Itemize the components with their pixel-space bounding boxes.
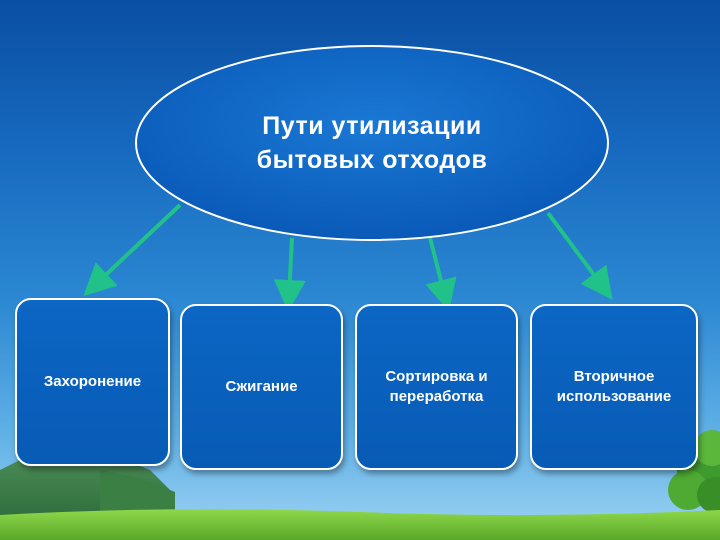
arrow-to-box-4	[546, 211, 613, 300]
arrow-to-box-1	[83, 203, 182, 296]
grass-field	[0, 509, 720, 540]
box-label: Вторичное использование	[556, 368, 672, 405]
box-reuse: Вторичное использование	[530, 304, 698, 470]
connector-arrows	[83, 203, 613, 312]
box-label: Сжигание	[225, 378, 298, 395]
mountains	[0, 448, 175, 520]
title-line-2: бытовых отходов	[256, 146, 488, 174]
box-sorting-processing: Сортировка и переработка	[355, 304, 518, 470]
box-burial: Захоронение	[15, 298, 170, 466]
title-line-1: Пути утилизации	[262, 112, 482, 140]
box-label: Захоронение	[43, 373, 142, 390]
arrow-to-box-2	[273, 237, 306, 312]
title-text: Пути утилизации бытовых отходов	[140, 48, 604, 238]
title-ellipse	[135, 45, 609, 241]
box-label: Сортировка и переработка	[385, 368, 488, 405]
box-incineration: Сжигание	[180, 304, 343, 470]
arrow-to-box-3	[425, 237, 457, 312]
